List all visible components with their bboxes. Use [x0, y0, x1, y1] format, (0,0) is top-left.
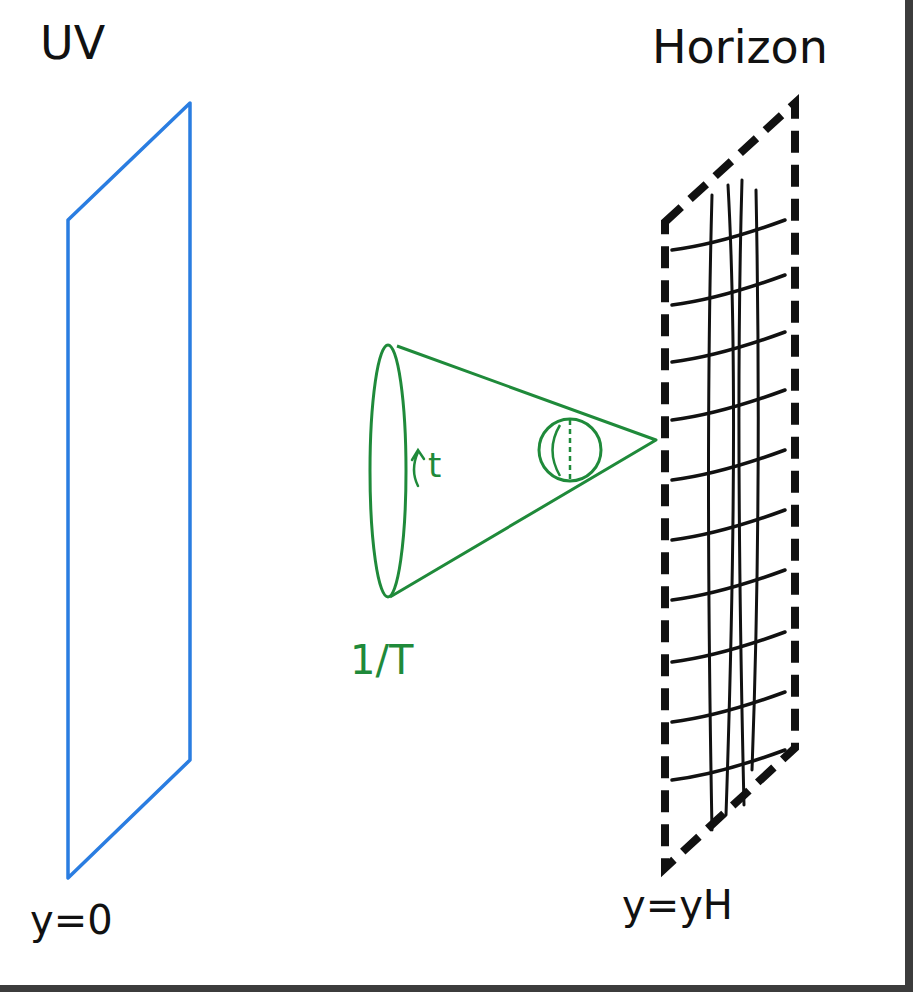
cone-base	[370, 345, 406, 597]
grid-line	[672, 632, 785, 662]
position-label: y=0	[30, 900, 113, 940]
cone-side	[390, 346, 656, 597]
plane-label: Horizon	[652, 24, 828, 70]
grid-line	[739, 180, 744, 805]
grid-line	[672, 570, 785, 600]
grid-line	[726, 185, 734, 815]
period-label: 1/T	[350, 640, 413, 680]
cone-figure: t 1/T	[340, 330, 670, 710]
uv-plane-outline	[68, 103, 190, 878]
grid-line	[752, 190, 758, 770]
horizon-plane: Horizon y=yH	[610, 15, 912, 965]
circle-arc	[553, 425, 561, 476]
horizon-outline	[665, 103, 795, 868]
position-label: y=yH	[622, 885, 733, 925]
plane-label: UV	[40, 20, 105, 66]
grid-line	[672, 510, 785, 540]
circle-axis	[569, 420, 572, 480]
time-label: t	[428, 448, 441, 482]
grid-line	[672, 450, 785, 480]
grid-line	[672, 332, 785, 362]
rotation-arrow	[412, 450, 424, 486]
grid-line	[709, 195, 713, 830]
uv-plane: UV y=0	[20, 15, 220, 965]
circle-symbol	[539, 419, 601, 481]
grid-line	[672, 390, 785, 420]
grid-line	[672, 275, 785, 305]
